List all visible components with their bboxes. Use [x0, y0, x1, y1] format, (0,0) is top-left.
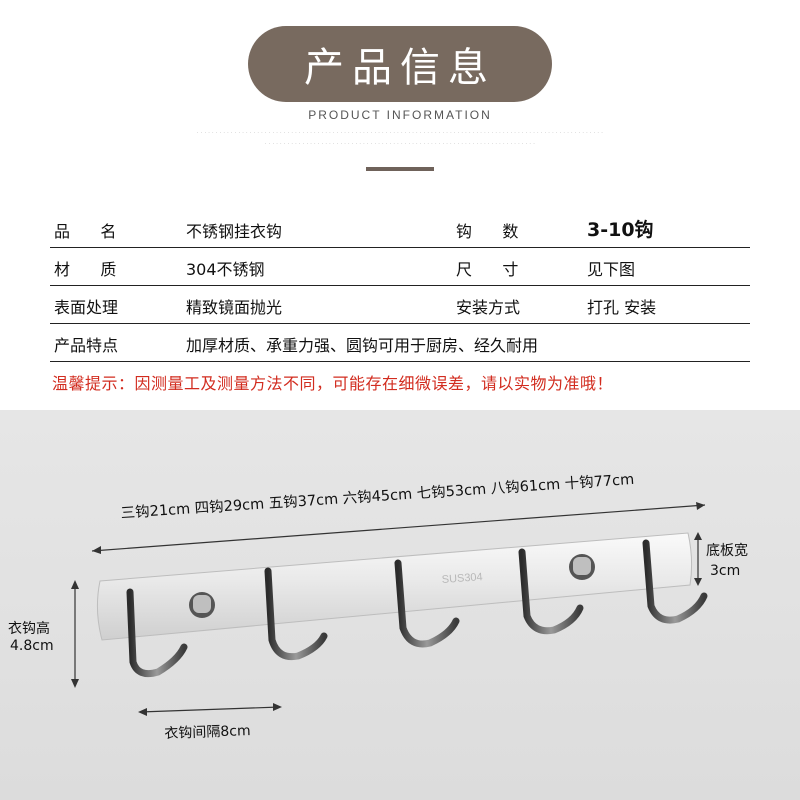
arrow-head: [71, 679, 79, 688]
arrow-head: [138, 708, 147, 716]
decorative-fineprint: . . . . . . . . . . . . . . . . . . . . …: [264, 140, 536, 146]
spec-value: 304不锈钢: [186, 260, 265, 279]
spec-label: 钩数: [456, 222, 549, 241]
spec-label: 品名: [54, 222, 147, 241]
hook-spacing-label: 衣钩间隔8cm: [164, 722, 251, 742]
hook-rack-illustration: SUS304: [71, 502, 708, 716]
hooks: [126, 539, 708, 678]
table-row: 表面处理 精致镜面抛光 安装方式 打孔 安装: [50, 286, 750, 324]
spec-value: 加厚材质、承重力强、圆钩可用于厨房、经久耐用: [186, 336, 539, 355]
spec-label: 表面处理: [54, 298, 119, 317]
product-photo: SUS304 三钩21cm 四钩29cm: [0, 410, 800, 800]
board-width-label: 底板宽: [706, 543, 748, 559]
spec-label: 尺寸: [456, 260, 549, 279]
decorative-fineprint: . . . . . . . . . . . . . . . . . . . . …: [196, 129, 604, 135]
hook: [126, 588, 188, 678]
arrow-head: [694, 532, 702, 540]
screw-icon: [189, 592, 215, 618]
hook: [518, 548, 584, 635]
header-banner: 产品信息: [248, 26, 552, 102]
screw-icon: [569, 554, 595, 580]
arrow-head: [694, 578, 702, 586]
backing-board: SUS304: [96, 532, 693, 641]
spec-label: 产品特点: [54, 336, 119, 355]
spec-label: 安装方式: [456, 298, 521, 317]
spec-value: 不锈钢挂衣钩: [186, 222, 283, 241]
spec-value: 3-10钩: [587, 219, 654, 241]
board-width-value: 3cm: [710, 563, 741, 579]
arrow-head: [696, 502, 705, 510]
arrow-head: [71, 580, 79, 589]
spacing-arrow: [139, 706, 281, 713]
table-row: 品名 不锈钢挂衣钩 钩数 3-10钩: [50, 210, 750, 248]
spec-value: 打孔 安装: [587, 298, 657, 317]
hook-height-value: 4.8cm: [10, 638, 54, 654]
hook: [642, 539, 708, 624]
hook: [264, 567, 328, 661]
header-title: 产品信息: [304, 45, 496, 91]
spec-table: 品名 不锈钢挂衣钩 钩数 3-10钩 材质 304不锈钢 尺寸 见下图 表面处理…: [50, 210, 750, 362]
header-divider: [366, 167, 434, 171]
hook-height-label: 衣钩高: [8, 621, 50, 637]
arrow-head: [92, 546, 101, 554]
length-arrow: [91, 504, 706, 552]
table-row: 产品特点 加厚材质、承重力强、圆钩可用于厨房、经久耐用: [50, 324, 750, 362]
spec-value: 精致镜面抛光: [186, 298, 283, 317]
arrow-head: [273, 703, 282, 711]
material-stamp: SUS304: [441, 571, 483, 586]
spec-value: 见下图: [587, 260, 636, 279]
hook: [394, 559, 460, 648]
warning-note: 温馨提示：因测量工及测量方法不同，可能存在细微误差，请以实物为准哦！: [52, 374, 614, 393]
spec-label: 材质: [54, 260, 147, 279]
table-row: 材质 304不锈钢 尺寸 见下图: [50, 248, 750, 286]
header-subtitle: PRODUCT INFORMATION: [308, 108, 492, 122]
